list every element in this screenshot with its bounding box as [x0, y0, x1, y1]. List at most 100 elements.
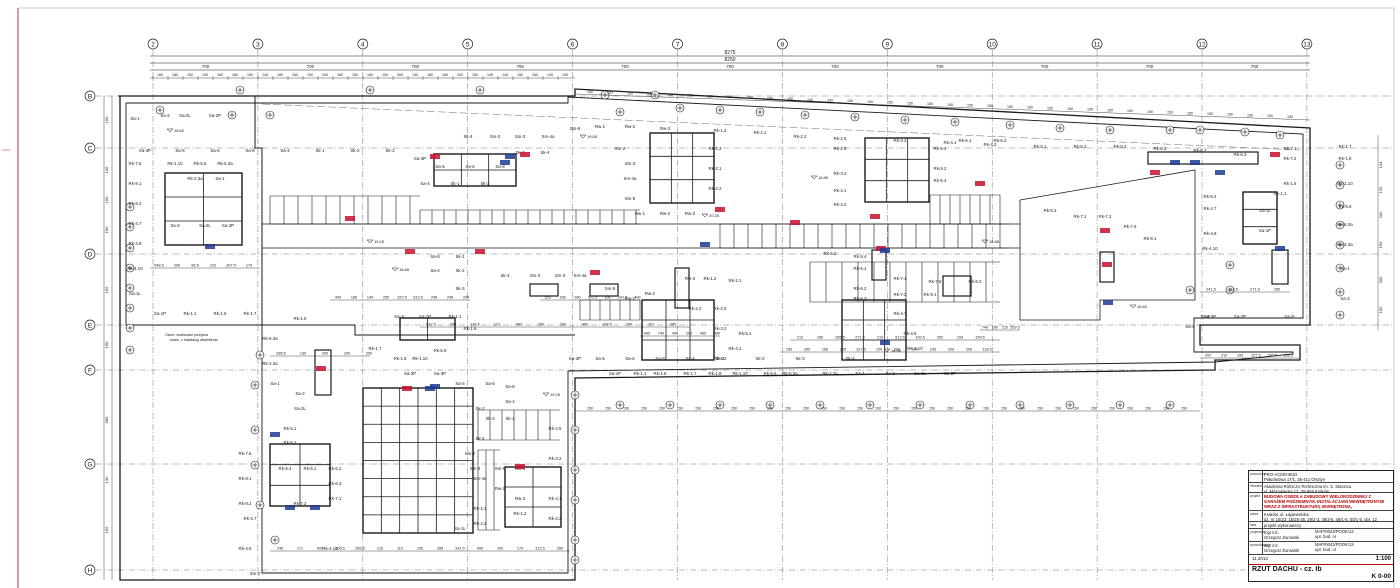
- element-label: Rk-2.5: [834, 146, 847, 151]
- element-label: Rk-2.2: [709, 186, 722, 191]
- element-label: Rk-1.6: [214, 311, 227, 316]
- element-label: Rw-3: [685, 276, 696, 281]
- drawing-scale: 1:100: [1375, 556, 1391, 562]
- dim-tick-sloped: 150: [1147, 110, 1153, 114]
- dim-span-1: 700: [307, 64, 315, 69]
- dim-right-value: 144: [1378, 161, 1383, 168]
- axis-label-5: 5: [466, 42, 470, 49]
- axis-bubble-H: [84, 564, 96, 576]
- element-label: Sa-5: [1185, 324, 1195, 329]
- element-label: Sa-5: [595, 356, 605, 361]
- element-label: Sa-2: [295, 391, 305, 396]
- element-label: Rk-2.3a: [262, 361, 278, 366]
- element-label: Rk-7.2: [1099, 214, 1112, 219]
- element-label: Sa-6: [485, 381, 495, 386]
- element-label: Sa-8: [245, 148, 255, 153]
- skylight-c: [864, 137, 930, 203]
- element-label: Rk-2.3a: [1337, 242, 1353, 247]
- dim-value: 740: [658, 332, 664, 336]
- element-label: Rk-1.7: [244, 311, 257, 316]
- dim-value: 490: [700, 332, 706, 336]
- red-tag: [402, 386, 412, 391]
- dim-right-value: 130: [1378, 186, 1383, 193]
- element-label: Rk-2.5: [714, 306, 727, 311]
- dim-tick-sloped: 150: [867, 100, 873, 104]
- element-label: Rk-7.1: [1284, 146, 1297, 151]
- dim-value: 108.5: [1283, 354, 1293, 358]
- element-label: Sm-5: [495, 466, 506, 471]
- element-label: Sa-1: [1340, 266, 1350, 271]
- axis-label-9: 9: [885, 42, 889, 49]
- element-label: Rk-4.8: [239, 546, 252, 551]
- red-tag: [590, 270, 600, 275]
- dim-value: 150: [1109, 407, 1115, 411]
- dim-value: 740: [982, 326, 988, 330]
- level-value: 19.25: [374, 239, 385, 244]
- dim-value: 108.5: [602, 323, 612, 327]
- axis-label-2: 2: [151, 42, 155, 49]
- axis-label-13: 13: [1303, 42, 1311, 49]
- element-label: Sa-1: [215, 176, 225, 181]
- red-tag: [1270, 152, 1280, 157]
- dim-tick-top: 150: [472, 73, 478, 77]
- level-marker-icon: [981, 239, 989, 244]
- element-label: Rw-2: [645, 291, 656, 296]
- element-label: Rk-4.1: [944, 140, 957, 145]
- element-label: Sa-6: [210, 148, 220, 153]
- element-label: Sa-1L: [394, 314, 406, 319]
- dim-tick-top: 200: [397, 73, 403, 77]
- dim-value: 490: [516, 323, 522, 327]
- level-value: 19.65: [587, 134, 598, 139]
- element-label: Rk-6.2: [994, 138, 1007, 143]
- dim-value: 285.5: [355, 547, 365, 551]
- level-marker-icon: [701, 213, 709, 218]
- element-label: Rk-1.2: [704, 276, 717, 281]
- dim-value: 153: [544, 296, 550, 300]
- dim-tick-top: 180: [232, 73, 238, 77]
- dim-value: 246: [277, 547, 283, 551]
- dim-tick-top: 100: [457, 73, 463, 77]
- dim-value: 166: [351, 296, 357, 300]
- dim-value: 490: [644, 332, 650, 336]
- dim-tick-sloped: 150: [887, 101, 893, 105]
- element-label: Sa-5: [175, 148, 185, 153]
- element-label: Sa-8: [655, 356, 665, 361]
- element-label: Rk-8.2: [969, 279, 982, 284]
- dim-tick-sloped: 150: [827, 99, 833, 103]
- axis-label-4: 4: [361, 42, 365, 49]
- element-label: Rk-4.8: [1204, 231, 1217, 236]
- red-tag: [430, 154, 440, 159]
- note-line-1: Otwór możliwości przejścia: [165, 333, 208, 337]
- element-label: Rk-8.1: [924, 292, 937, 297]
- element-label: Sa-5: [435, 164, 445, 169]
- dim-value: 209: [966, 348, 972, 352]
- dim-tick-sloped: 150: [687, 94, 693, 98]
- element-label: Rk-7.1: [894, 276, 907, 281]
- blue-tag: [310, 505, 320, 510]
- element-label: Sa-4: [420, 181, 430, 186]
- drawing-date: 11.2013: [1252, 556, 1268, 561]
- element-label: Rk-3.2: [549, 456, 562, 461]
- element-label: Sk-4: [475, 436, 485, 441]
- element-label: Rk-7.2: [894, 292, 907, 297]
- axis-label-12: 12: [1198, 42, 1206, 49]
- dim-value: 150: [1127, 407, 1133, 411]
- outline-wing: [254, 96, 575, 336]
- dim-value: 100: [344, 352, 350, 356]
- dim-tick-sloped: 150: [1107, 108, 1113, 112]
- axis-label-B: B: [88, 94, 92, 101]
- element-label: Sa-2: [170, 223, 180, 228]
- element-label: Rk-7.6: [929, 279, 942, 284]
- dim-tick-sloped: 150: [847, 99, 853, 103]
- element-label: Sa-2: [885, 371, 895, 376]
- element-label: Sm-3: [555, 273, 566, 278]
- level-value: 18.60: [174, 128, 185, 133]
- element-label: Sm-2: [530, 273, 541, 278]
- element-label: Rk-1.1: [1274, 191, 1287, 196]
- element-label: Rk-2.1: [474, 506, 487, 511]
- axis-label-H: H: [88, 568, 93, 575]
- dim-value: 199.5: [915, 336, 925, 340]
- element-label: Sa-2L: [294, 406, 306, 411]
- dim-value: 271.5: [1250, 288, 1260, 292]
- red-tag: [790, 220, 800, 225]
